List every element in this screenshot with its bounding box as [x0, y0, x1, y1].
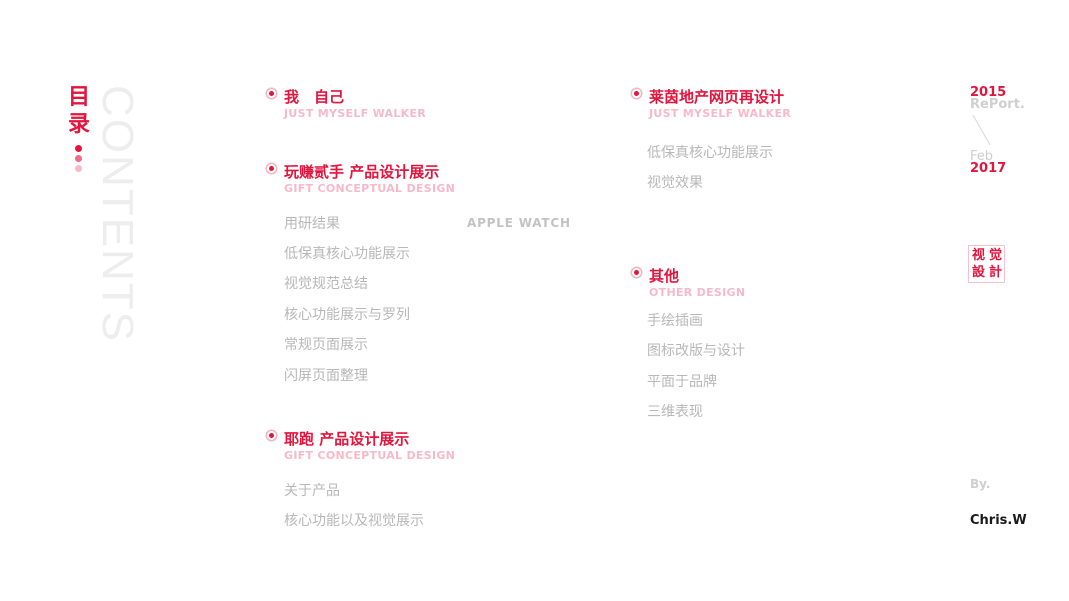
list-item[interactable]: 视觉效果 — [647, 175, 703, 191]
by-label: By. — [970, 477, 991, 491]
stamp-char: 計 — [989, 265, 1003, 280]
bullet-icon — [267, 164, 276, 173]
list-item[interactable]: 低保真核心功能展示 — [284, 246, 410, 262]
stamp-char: 视 — [972, 248, 986, 263]
list-item[interactable]: 手绘插画 — [647, 313, 703, 329]
page-title: 目 录 — [68, 84, 92, 138]
apple-watch-label[interactable]: APPLE WATCH — [467, 216, 571, 230]
list-item[interactable]: 平面于品牌 — [647, 374, 717, 390]
list-item[interactable]: 图标改版与设计 — [647, 343, 745, 359]
list-item[interactable]: 常规页面展示 — [284, 337, 368, 353]
list-item[interactable]: 闪屏页面整理 — [284, 368, 368, 384]
section-subtitle-real-estate: JUST MYSELF WALKER — [649, 107, 792, 120]
month-label: Feb — [970, 149, 994, 164]
list-item[interactable]: 低保真核心功能展示 — [647, 145, 773, 161]
dot-icon — [75, 155, 82, 162]
bullet-icon — [632, 89, 641, 98]
bullet-icon — [267, 431, 276, 440]
title-char-1: 目 — [68, 85, 91, 110]
section-title-yepao[interactable]: 耶跑 产品设计展示 — [284, 430, 410, 448]
list-item[interactable]: 核心功能展示与罗列 — [284, 307, 410, 323]
section-subtitle-gift: GIFT CONCEPTUAL DESIGN — [284, 182, 456, 195]
decorative-dots — [75, 145, 85, 175]
visual-design-stamp: 视 觉 設 計 — [968, 245, 1005, 283]
author-name: Chris.W — [970, 513, 1027, 528]
section-title-gift[interactable]: 玩赚贰手 产品设计展示 — [284, 163, 440, 181]
year-start: 2015 — [970, 85, 1007, 100]
list-item[interactable]: 关于产品 — [284, 483, 340, 499]
report-label: RePort. — [970, 97, 1025, 112]
bullet-icon — [632, 268, 641, 277]
dot-icon — [75, 145, 82, 152]
list-item[interactable]: 用研结果 — [284, 216, 340, 232]
section-subtitle-other: OTHER DESIGN — [649, 286, 746, 299]
bullet-icon — [267, 89, 276, 98]
section-title-real-estate[interactable]: 莱茵地产网页再设计 — [649, 88, 785, 106]
dot-icon — [75, 165, 82, 172]
list-item[interactable]: 核心功能以及视觉展示 — [284, 513, 424, 529]
stamp-char: 觉 — [989, 248, 1003, 263]
title-char-2: 录 — [68, 112, 91, 137]
contents-vertical-word: CONTENTS — [93, 85, 142, 343]
section-title-myself[interactable]: 我 自己 — [284, 88, 345, 106]
section-title-other[interactable]: 其他 — [649, 267, 680, 285]
list-item[interactable]: 视觉规范总结 — [284, 276, 368, 292]
section-subtitle-myself: JUST MYSELF WALKER — [284, 107, 427, 120]
list-item[interactable]: 三维表现 — [647, 404, 703, 420]
year-end: 2017 — [970, 161, 1007, 176]
section-subtitle-yepao: GIFT CONCEPTUAL DESIGN — [284, 449, 456, 462]
stamp-char: 設 — [972, 265, 986, 280]
divider-line-icon — [972, 114, 991, 146]
